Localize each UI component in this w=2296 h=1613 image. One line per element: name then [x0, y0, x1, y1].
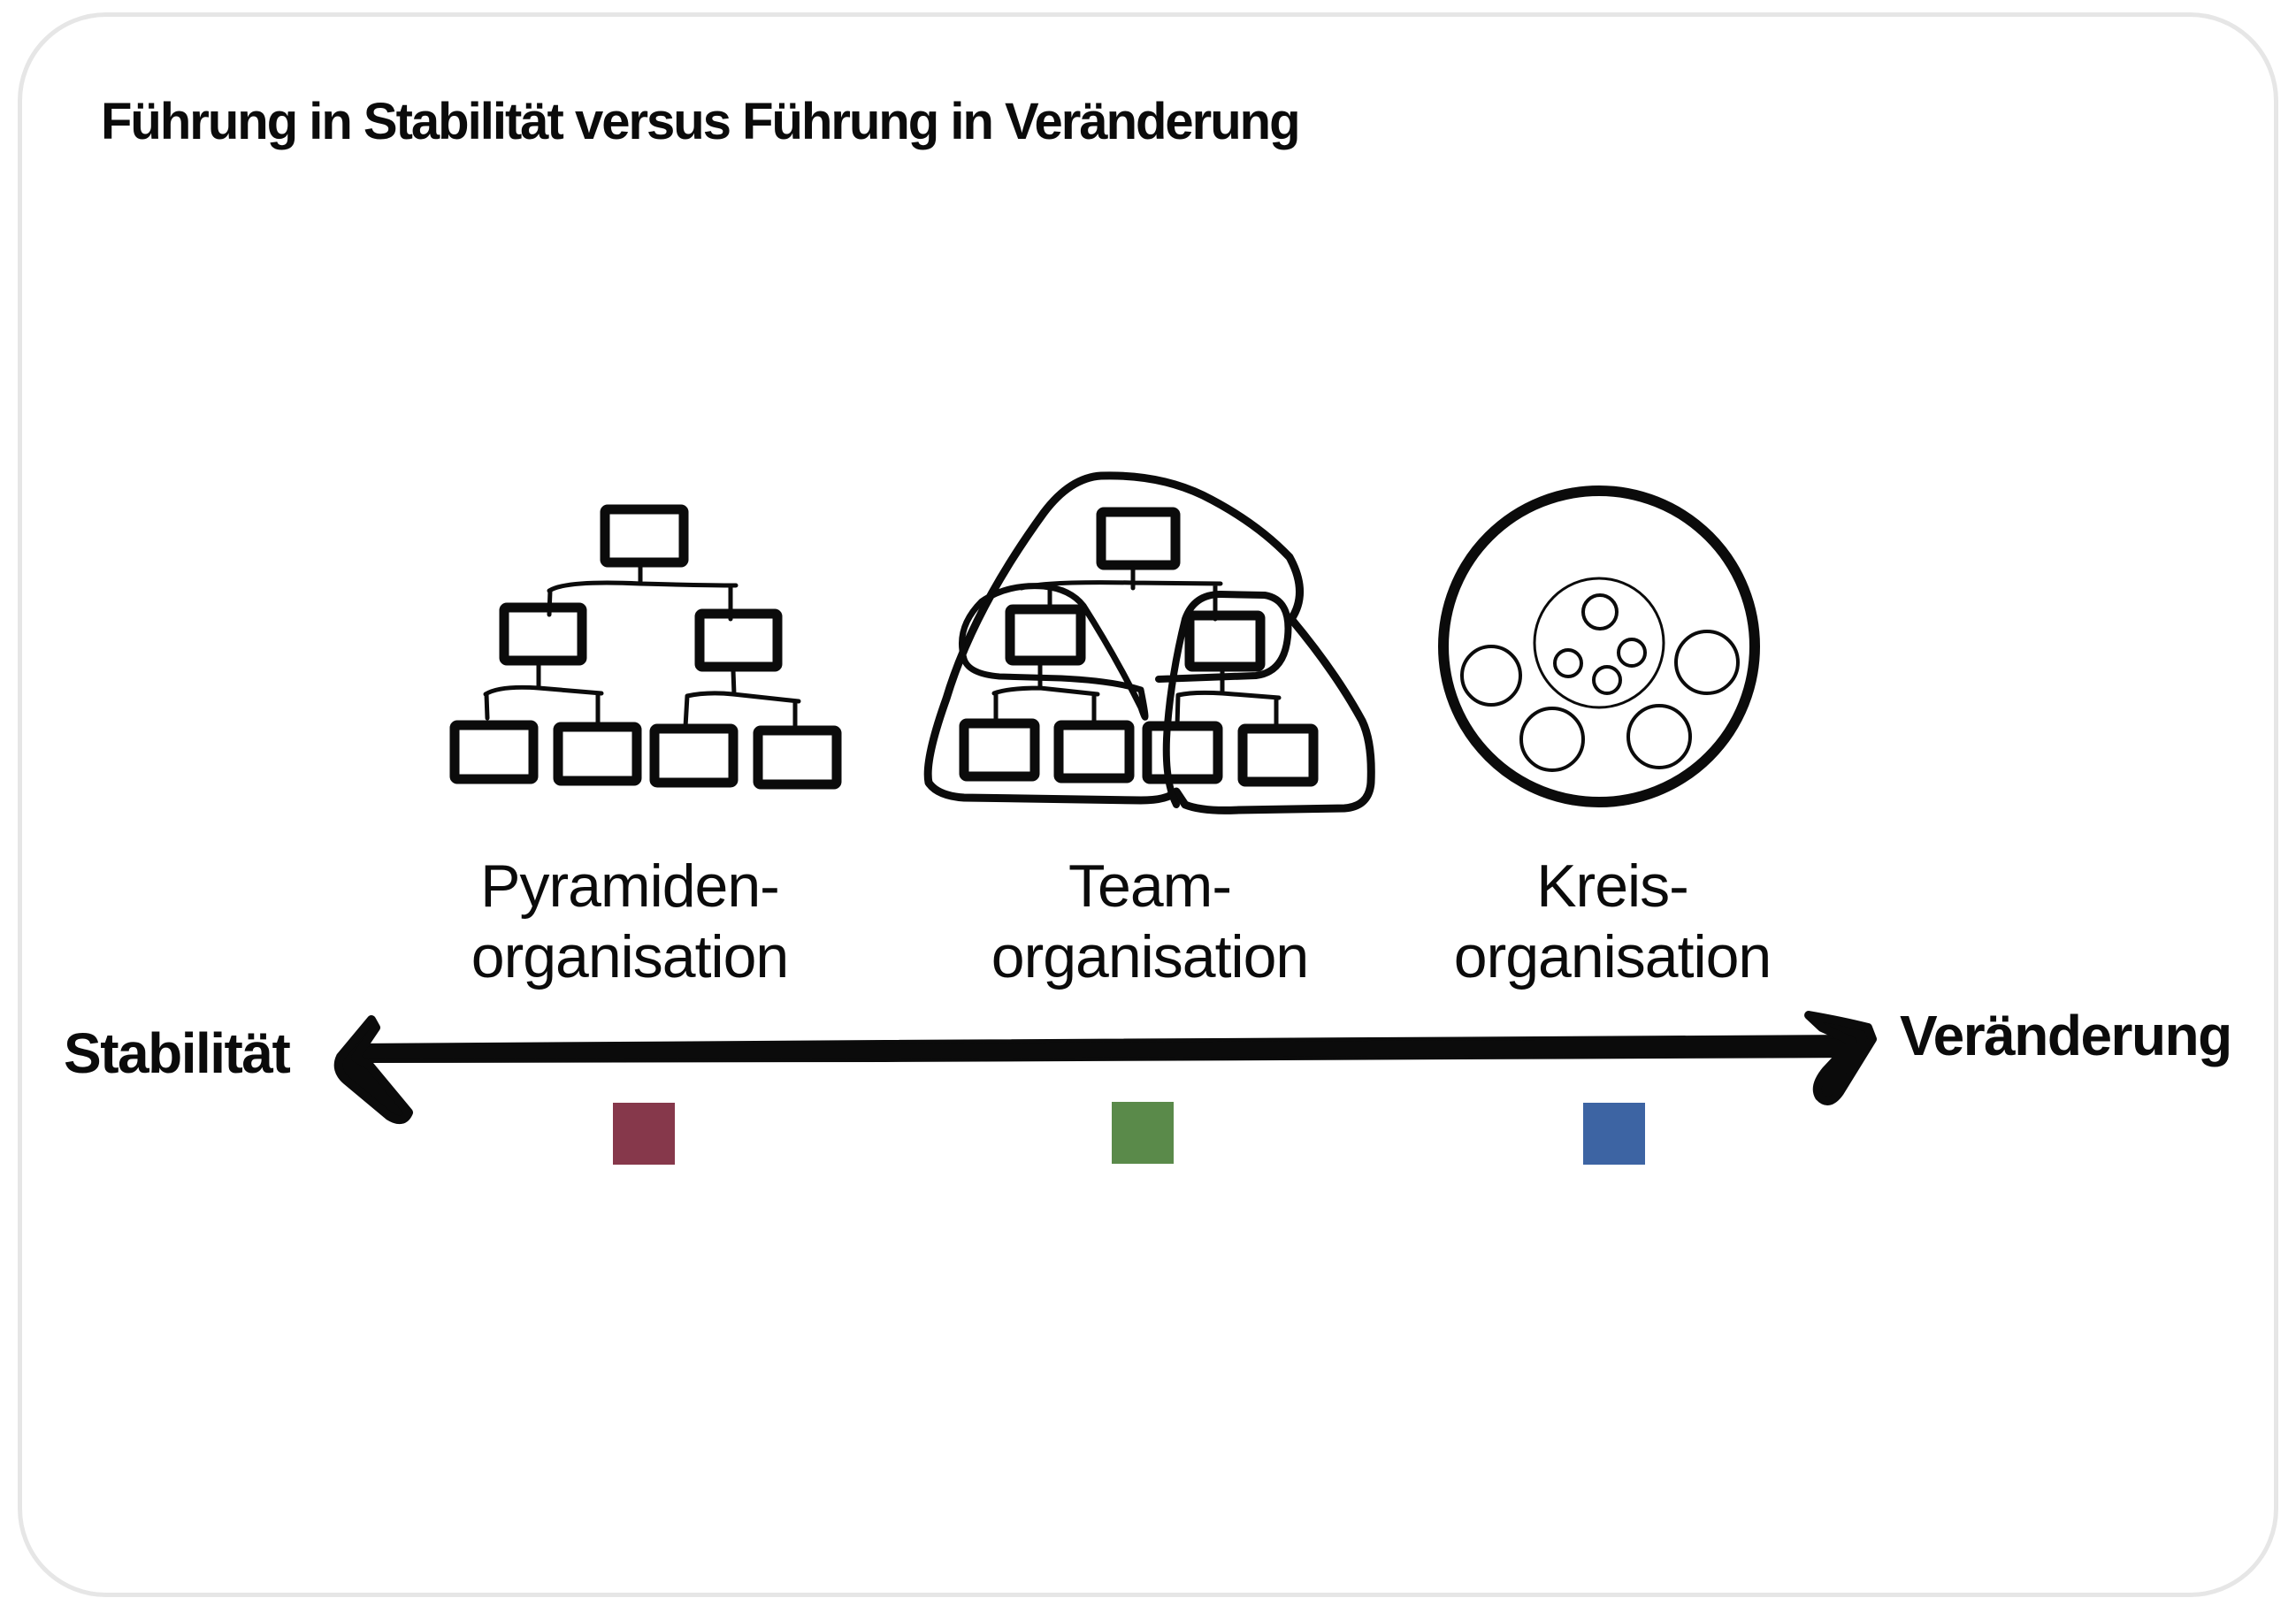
org-label-team: Team- organisation [902, 851, 1397, 992]
org-label-line1: Pyramiden- [480, 852, 780, 920]
axis-label-change: Veränderung [1900, 1004, 2232, 1067]
marker-circle [1583, 1103, 1645, 1165]
org-label-pyramid: Pyramiden- organisation [382, 851, 877, 992]
double-headed-arrow [333, 1011, 1877, 1125]
team-hierarchy-icon [923, 471, 1375, 814]
hierarchy-pyramid-icon [449, 504, 842, 790]
org-label-line1: Team- [1068, 852, 1232, 920]
slide-title: Führung in Stabilität versus Führung in … [101, 93, 1301, 150]
org-label-line2: organisation [471, 923, 789, 990]
org-label-line2: organisation [1453, 923, 1772, 990]
org-label-circle: Kreis- organisation [1365, 851, 1860, 992]
org-label-line2: organisation [991, 923, 1309, 990]
slide-card [18, 12, 2278, 1597]
circle-organisation-icon [1438, 485, 1760, 807]
marker-pyramid [613, 1103, 675, 1165]
axis-label-stability: Stabilität [64, 1021, 291, 1085]
marker-team [1112, 1102, 1174, 1164]
org-label-line1: Kreis- [1536, 852, 1689, 920]
